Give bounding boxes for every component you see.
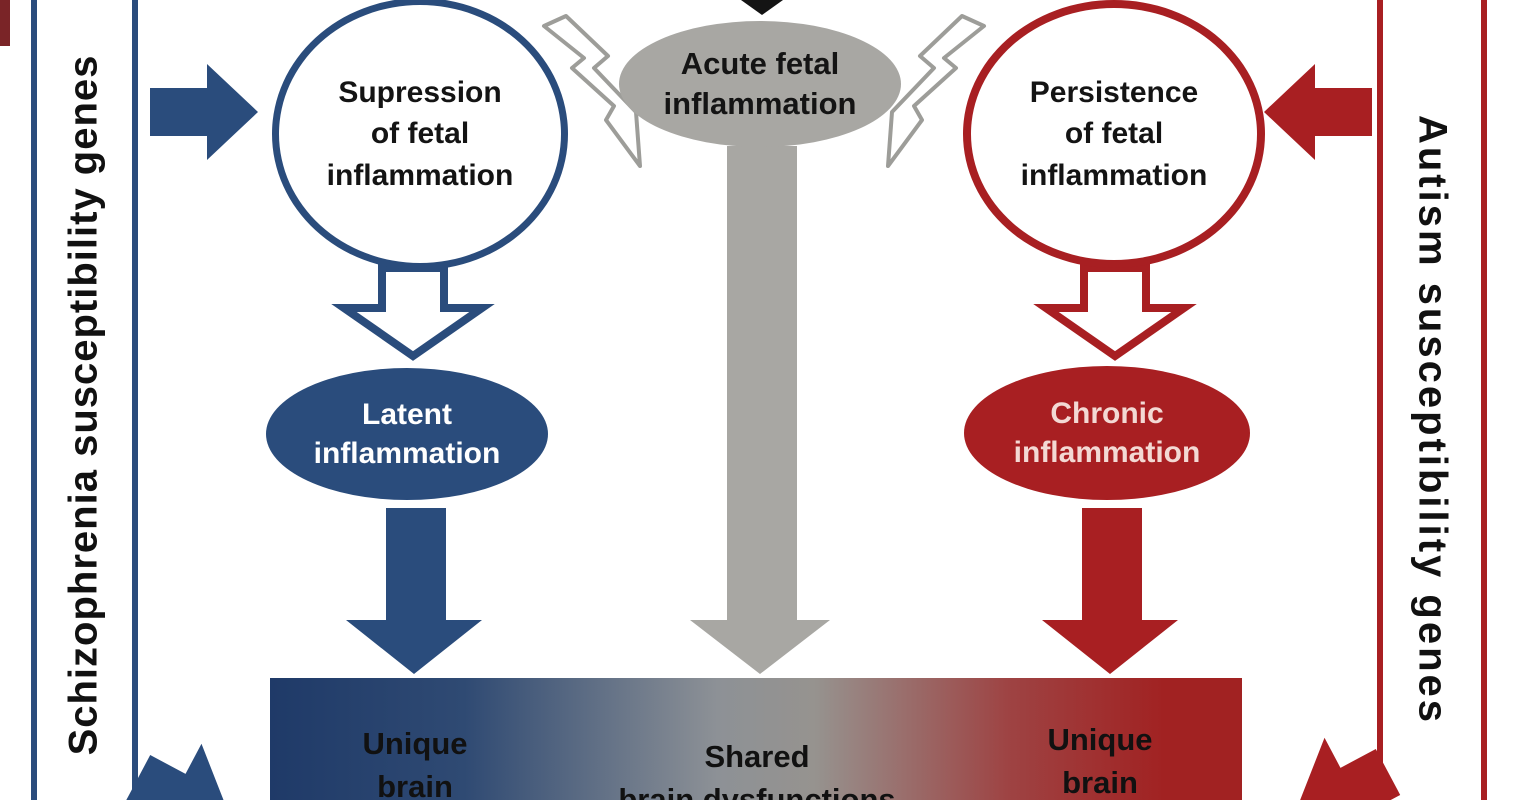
autism-panel-outer-line [1481, 0, 1487, 800]
bar-text-line: brain dysfunctions [618, 782, 896, 800]
suppression-to-latent-arrow-icon [331, 264, 495, 361]
unique-brain-right-label: Unique brain [1047, 718, 1152, 800]
persistence-to-chronic-arrow-icon [1033, 264, 1197, 361]
node-text-line: inflammation [1020, 158, 1208, 192]
persistence-circle: Persistence of fetal inflammation [963, 0, 1265, 268]
bar-text-line: brain [1062, 765, 1138, 800]
shared-brain-dysfunctions-label: Shared brain dysfunctions [618, 735, 895, 800]
schizophrenia-input-arrow-icon [150, 64, 258, 160]
node-text-line: inflammation [326, 158, 514, 192]
bar-text-line: brain [377, 769, 453, 800]
schizophrenia-corner-arrow-icon [125, 743, 236, 800]
autism-input-arrow-icon [1264, 64, 1372, 160]
right-flash-arrow-icon [886, 14, 986, 168]
node-text-line: of fetal [1064, 117, 1164, 151]
bar-text-line: Unique [362, 726, 468, 761]
node-text-line: Supression [338, 75, 502, 109]
top-input-arrow-icon [741, 0, 783, 15]
latent-inflammation-ellipse: Latent inflammation [266, 368, 548, 500]
schizophrenia-panel-inner-line [132, 0, 138, 800]
brain-outcome-bar: Unique brain Shared brain dysfunctions U… [270, 678, 1242, 800]
suppression-circle: Supression of fetal inflammation [272, 0, 568, 270]
node-text-line: Chronic [1050, 397, 1164, 430]
bar-text-line: Unique [1047, 722, 1153, 757]
left-flash-arrow-icon [542, 14, 642, 168]
schizophrenia-panel-outer-line [31, 0, 37, 800]
node-text-line: Persistence [1029, 75, 1199, 109]
corner-fragment [0, 0, 10, 46]
node-text-line: of fetal [370, 117, 470, 151]
node-text-line: Latent [362, 398, 452, 431]
node-text-line: inflammation [1013, 436, 1201, 469]
autism-panel-inner-line [1377, 0, 1383, 800]
acute-fetal-inflammation-ellipse: Acute fetal inflammation [619, 21, 901, 147]
latent-to-unique-arrow-icon [346, 508, 482, 674]
bar-text-line: Shared [704, 739, 810, 774]
node-text-line: inflammation [663, 86, 857, 121]
chronic-inflammation-ellipse: Chronic inflammation [964, 366, 1250, 500]
node-text-line: inflammation [313, 437, 501, 470]
acute-to-shared-arrow-icon [690, 146, 830, 674]
node-text-line: Acute fetal [680, 45, 840, 81]
chronic-to-unique-arrow-icon [1042, 508, 1178, 674]
unique-brain-left-label: Unique brain [362, 722, 467, 800]
autism-corner-arrow-icon [1290, 737, 1401, 800]
